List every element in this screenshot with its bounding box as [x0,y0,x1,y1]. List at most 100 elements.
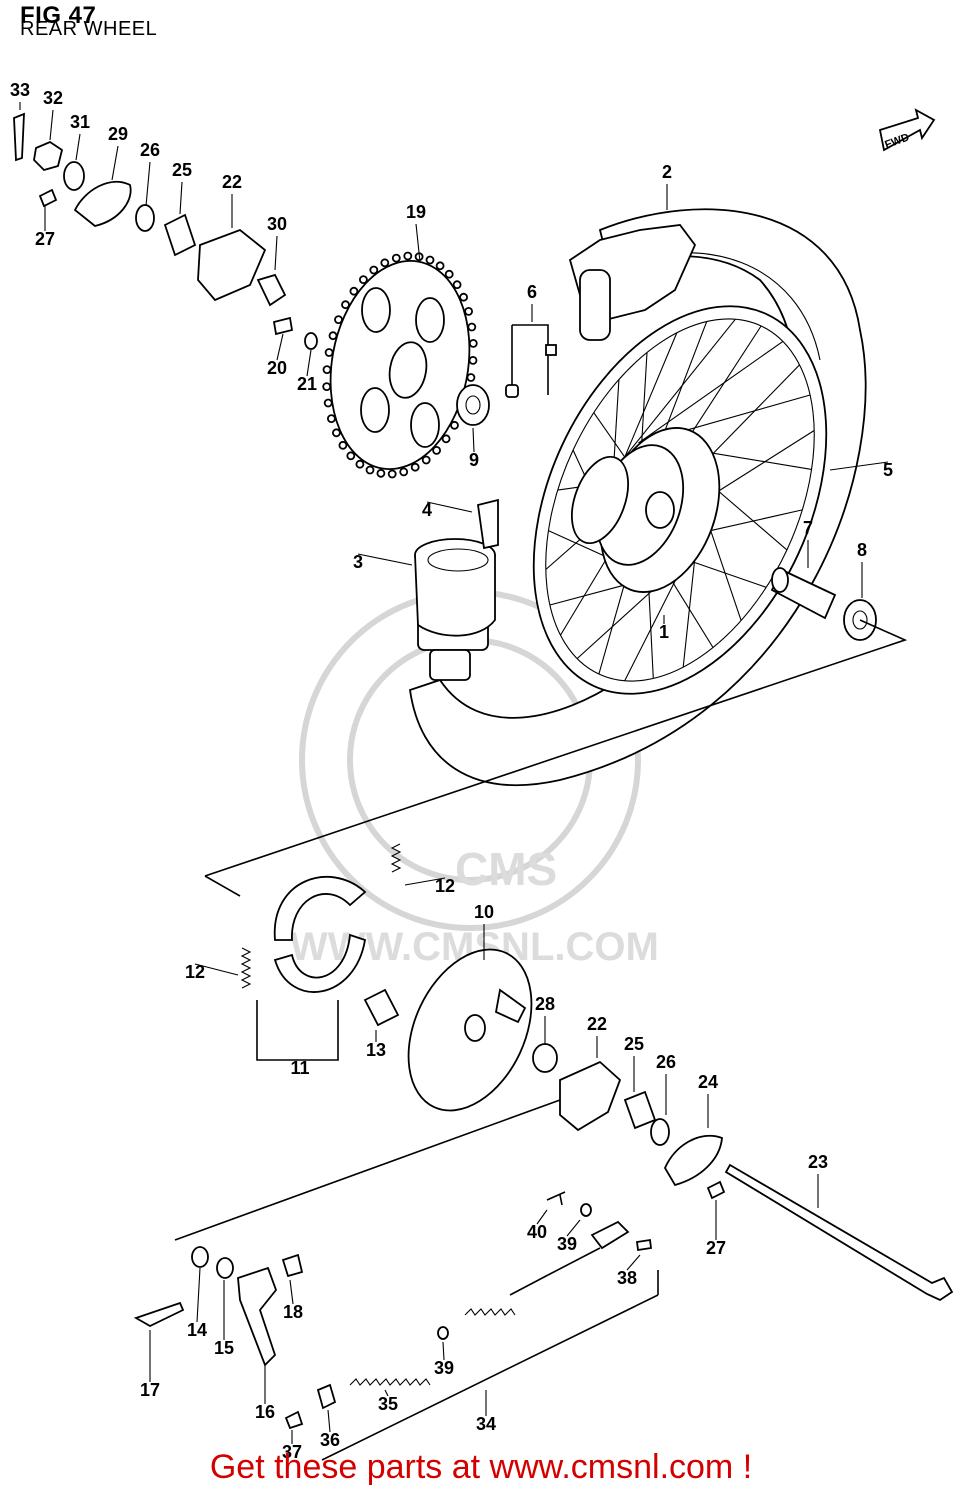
divider-line [204,619,908,897]
sprocket-tooth [322,365,332,375]
spacer-part-25 [163,213,197,257]
callout-label-c24: 24 [698,1072,718,1092]
sprocket-tooth [328,331,338,341]
leader-line-c39a [566,1219,581,1237]
spacer-part-28 [532,1043,558,1073]
bearing-part-9 [456,384,490,426]
washer-part-26-lower [650,1118,670,1146]
callout-label-c22a: 22 [222,172,242,192]
sprocket-tooth [341,300,350,310]
sprocket-tooth [387,469,397,479]
sprocket-tooth [323,398,333,408]
sprocket-tooth [450,420,459,430]
footer-link[interactable]: Get these parts at www.cmsnl.com ! [209,1448,753,1486]
callout-label-c10: 10 [474,902,494,922]
callout-label-c7: 7 [803,518,813,538]
leader-line-c18 [289,1279,294,1305]
callout-label-c9: 9 [469,450,479,470]
callout-label-c20: 20 [267,358,287,378]
leader-line-c35 [384,1389,389,1397]
callout-label-c12b: 12 [185,962,205,982]
leader-line-c38 [626,1254,641,1271]
sprocket-tooth [459,292,469,302]
sprocket-tooth [349,286,359,296]
spoke [593,412,625,457]
sprocket-tooth [355,459,365,469]
washer-part-26 [135,204,155,232]
sprocket-tooth [376,468,386,478]
tube-part-3 [414,538,496,637]
spoke [638,340,784,444]
callout-label-c6: 6 [527,282,537,302]
spacer-part-25-lower [623,1090,657,1130]
spoke [696,509,803,535]
callout-label-c30: 30 [267,214,287,234]
sprocket-tooth [467,322,477,332]
sprocket-tooth [391,253,401,263]
spacer-part-7 [770,567,837,620]
washer-part-31 [63,161,85,191]
callout-label-c15: 15 [214,1338,234,1358]
leader-line-c25a [179,181,183,215]
sprocket-tooth [403,251,413,261]
callout-label-c16: 16 [255,1402,275,1422]
leader-line-c39b [442,1341,445,1361]
callout-label-c8: 8 [857,540,867,560]
fwd-arrow-icon: FWD [878,108,936,152]
brake-panel-part-10 [407,948,533,1112]
sprocket-tooth [464,306,474,316]
springs-part-12 [240,843,402,989]
sprocket-tooth [466,373,476,382]
bolt-part-20 [272,316,294,336]
spokes-part-6 [545,318,815,681]
axle-part-23 [724,1163,954,1302]
sprocket-tooth [468,355,478,365]
sprocket-tooth [410,462,420,472]
spoke [685,558,767,588]
callout-label-c37: 37 [282,1442,302,1462]
leader-line-c4 [426,501,473,513]
sprocket-tooth [468,338,478,348]
leader-line-c30 [274,235,278,271]
callout-label-c29: 29 [108,124,128,144]
sprocket-tooth [432,445,442,455]
sprocket-tooth [435,261,445,271]
cotter-pin-part-33 [13,112,25,162]
callout-label-c26a: 26 [140,140,160,160]
sprocket-tooth [425,255,435,265]
callout-label-c28: 28 [535,994,555,1014]
leader-line-c31 [75,133,81,161]
sprocket-tooth [421,455,431,465]
sprocket-tooth [338,440,348,450]
callout-label-c31: 31 [70,112,90,132]
sprocket-tooth [326,414,336,424]
leader-line-c3 [357,553,413,566]
leader-line-c20 [276,333,284,361]
upper-left-parts [13,112,318,350]
callout-label-c39a: 39 [557,1234,577,1254]
callout-label-c34: 34 [476,1414,496,1434]
sprocket-tooth [358,275,368,285]
sprocket-tooth [324,348,334,357]
leader-line-c12a [404,877,446,886]
callout-label-c14: 14 [187,1320,207,1340]
washer-part-21 [304,332,318,350]
callout-label-c5: 5 [883,460,893,480]
brake-shoes-part-11 [256,876,367,1061]
cam-part-13 [363,988,400,1027]
callout-label-c27a: 27 [35,229,55,249]
spoke [661,321,708,439]
callout-label-c18: 18 [283,1302,303,1322]
callout-label-c22b: 22 [587,1014,607,1034]
callout-label-c33: 33 [10,80,30,100]
callout-label-c32: 32 [43,88,63,108]
sprocket-tooth [399,467,409,477]
leader-line-c14 [196,1267,201,1323]
sprocket-tooth [346,451,356,461]
leader-line-c40 [536,1209,548,1225]
callout-label-c27b: 27 [706,1238,726,1258]
leader-line-c29 [111,145,119,181]
figure-subtitle: REAR WHEEL [20,18,158,40]
sprocket-part-19 [322,251,478,479]
